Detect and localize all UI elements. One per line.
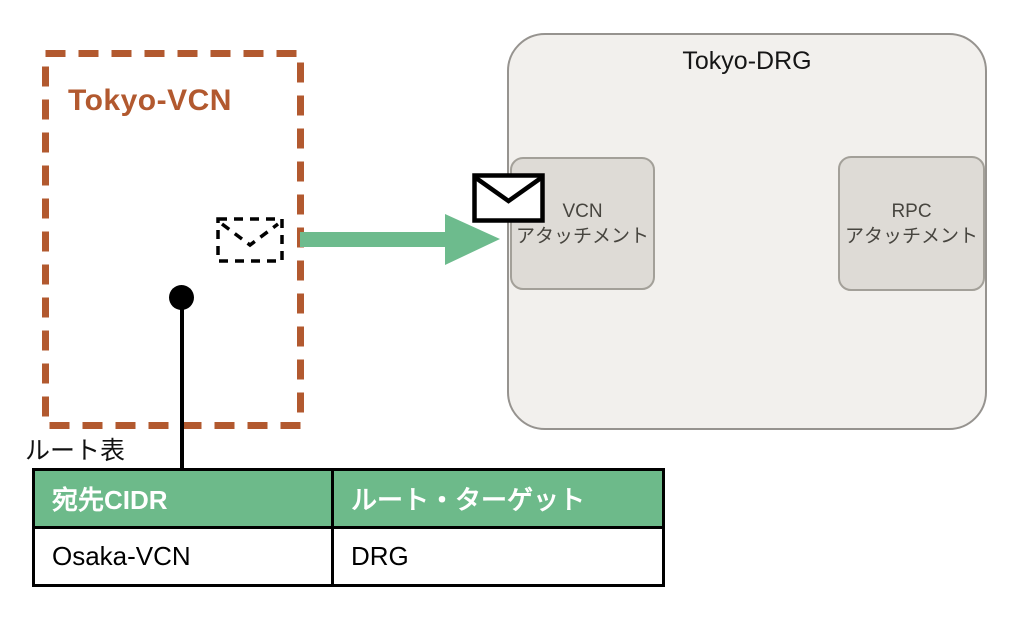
route-table-header-row: 宛先CIDR ルート・ターゲット (35, 471, 662, 529)
route-table-header-destination-cidr: 宛先CIDR (35, 471, 334, 526)
route-table-label: ルート表 (25, 437, 126, 465)
connector-dot (169, 285, 194, 310)
vcn-box-title: Tokyo-VCN (68, 84, 232, 117)
arrow-right-icon (300, 214, 500, 265)
route-table-cell-target: DRG (351, 541, 409, 571)
route-table-cell-destination: Osaka-VCN (35, 529, 334, 584)
connector-line (180, 297, 184, 468)
route-table-row: Osaka-VCN DRG (35, 529, 662, 584)
envelope-outline-dashed-icon (216, 217, 284, 263)
envelope-icon (472, 173, 545, 223)
drg-box-title: Tokyo-DRG (682, 47, 812, 75)
rpc-attachment-box: RPC アタッチメント (838, 156, 985, 291)
vcn-attachment-line1: VCN (562, 200, 603, 222)
rpc-attachment-line1: RPC (891, 200, 932, 222)
vcn-attachment-line2: アタッチメント (515, 225, 649, 247)
rpc-attachment-line2: アタッチメント (844, 225, 978, 247)
route-table-header-route-target: ルート・ターゲット (351, 485, 586, 515)
route-table: 宛先CIDR ルート・ターゲット Osaka-VCN DRG (32, 468, 665, 587)
